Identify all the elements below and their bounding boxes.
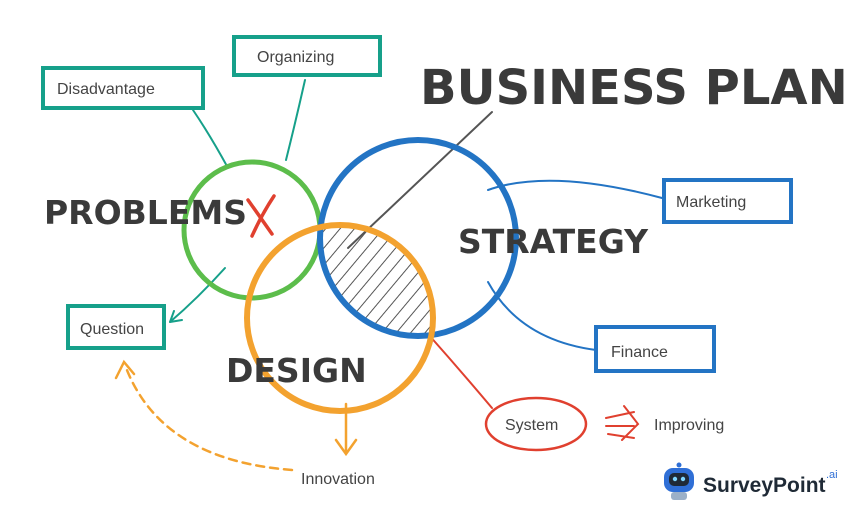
marketing-connector [487,179,663,199]
connectors [114,79,663,472]
finance-connector [487,281,597,351]
disadvantage-connector [192,109,229,169]
organizing-connector [285,79,306,161]
improving-arrow-icon [605,405,640,441]
dashed-arrowhead [114,359,136,380]
organizing-label: Organizing [257,49,334,66]
question-connector [169,267,226,323]
finance-label: Finance [611,344,668,361]
organizing-box [232,35,382,77]
title-connector [347,111,493,249]
problems-label: PROBLEMS [44,193,247,232]
system-label: System [505,417,558,434]
finance-box [594,325,716,373]
marketing-label: Marketing [676,194,746,211]
question-label: Question [80,321,144,338]
marketing-box [662,178,793,224]
x-mark-icon [246,194,276,238]
robot-icon [664,462,694,500]
disadvantage-label: Disadvantage [57,81,155,98]
disadvantage-box [41,66,205,110]
design-circle [244,222,436,414]
question-arrowhead [169,310,183,323]
brand-name: SurveyPoint [703,474,826,497]
innovation-label: Innovation [301,471,375,488]
brand-suffix: .ai [826,469,838,481]
system-connector [427,333,493,409]
design-label: DESIGN [226,351,367,390]
improving-label: Improving [654,417,724,434]
innovation-to-question-dashed [123,363,294,472]
question-box [66,304,166,350]
page-title: BUSINESS PLAN [420,60,848,116]
strategy-circle [317,137,519,339]
strategy-label: STRATEGY [458,222,649,261]
system-ellipse [484,396,588,452]
